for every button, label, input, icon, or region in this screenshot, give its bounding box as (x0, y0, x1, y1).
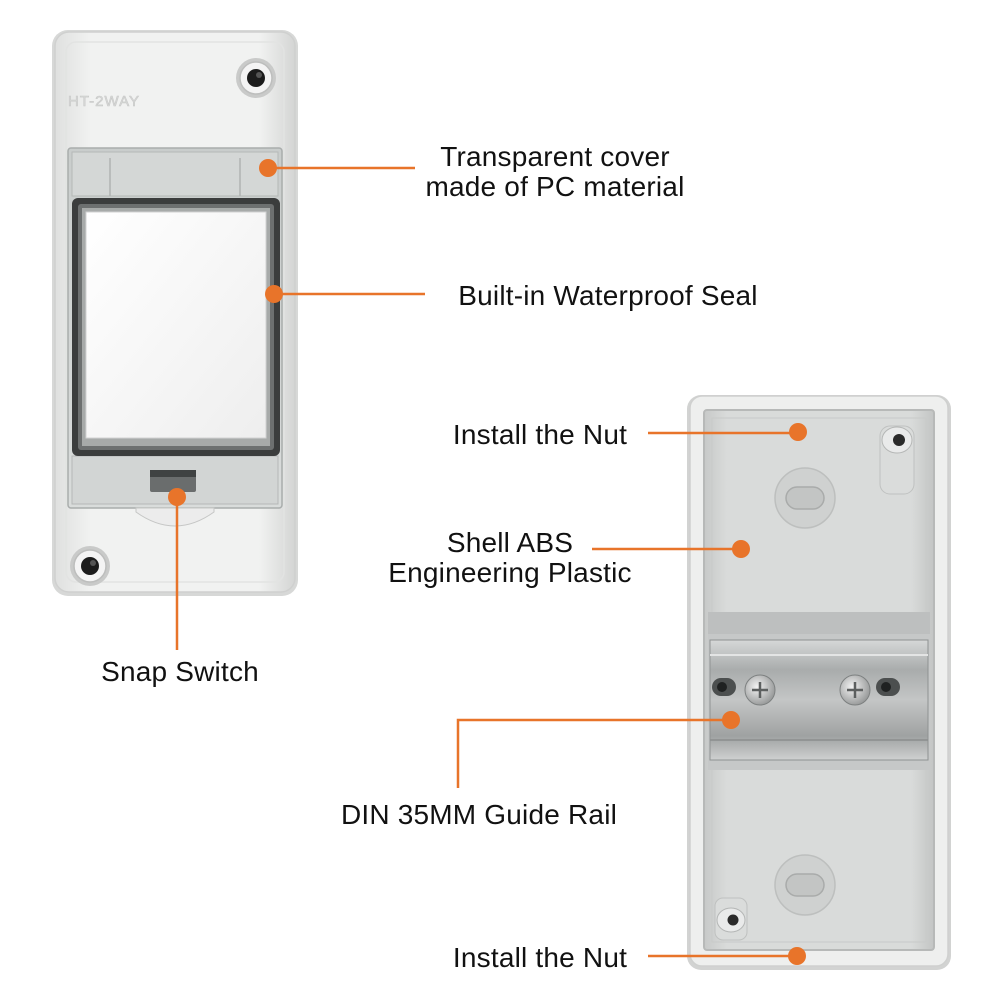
front-enclosure: HT-2WAY (52, 30, 298, 596)
callout-text-line: Engineering Plastic (388, 557, 632, 588)
callout-leaders (168, 159, 807, 965)
open-enclosure (687, 395, 951, 970)
nut-post-icon (714, 897, 748, 941)
leader-install-nut-bottom (648, 947, 806, 965)
mounting-hole-icon (236, 58, 276, 98)
screw-icon (744, 674, 776, 706)
screw-icon (839, 674, 871, 706)
callout-din-rail: DIN 35MM Guide Rail (316, 800, 642, 830)
din-rail (708, 612, 930, 770)
callout-text-line: Install the Nut (452, 419, 628, 450)
knockout-icon (774, 854, 836, 916)
nut-post-icon (879, 425, 915, 495)
callout-snap-switch: Snap Switch (80, 657, 280, 687)
leader-install-nut-top (648, 423, 807, 441)
embossed-model-text: HT-2WAY (68, 93, 140, 110)
callout-text-line: DIN 35MM Guide Rail (340, 799, 618, 830)
callout-install-nut-bottom: Install the Nut (430, 943, 650, 973)
switch-face (85, 211, 267, 439)
callout-text-line: Built-in Waterproof Seal (458, 280, 758, 311)
mounting-hole-icon (70, 546, 110, 586)
leader-snap-switch (168, 488, 186, 650)
callout-install-nut-top: Install the Nut (430, 420, 650, 450)
leader-waterproof-seal (265, 285, 425, 303)
callout-transparent-cover: Transparent cover made of PC material (395, 142, 715, 202)
leader-transparent-cover (259, 159, 415, 177)
callout-text-line: Install the Nut (452, 942, 628, 973)
callout-text-line: made of PC material (425, 171, 685, 202)
callout-text-line: Transparent cover (440, 141, 670, 172)
snap-switch-latch (135, 470, 215, 527)
leader-shell-abs (592, 540, 750, 558)
knockout-icon (774, 467, 836, 529)
callout-waterproof-seal: Built-in Waterproof Seal (432, 281, 784, 311)
callout-shell-abs: Shell ABS Engineering Plastic (362, 528, 658, 588)
callout-text-line: Snap Switch (101, 656, 259, 687)
callout-text-line: Shell ABS (446, 527, 574, 558)
leader-din-rail (456, 711, 740, 788)
